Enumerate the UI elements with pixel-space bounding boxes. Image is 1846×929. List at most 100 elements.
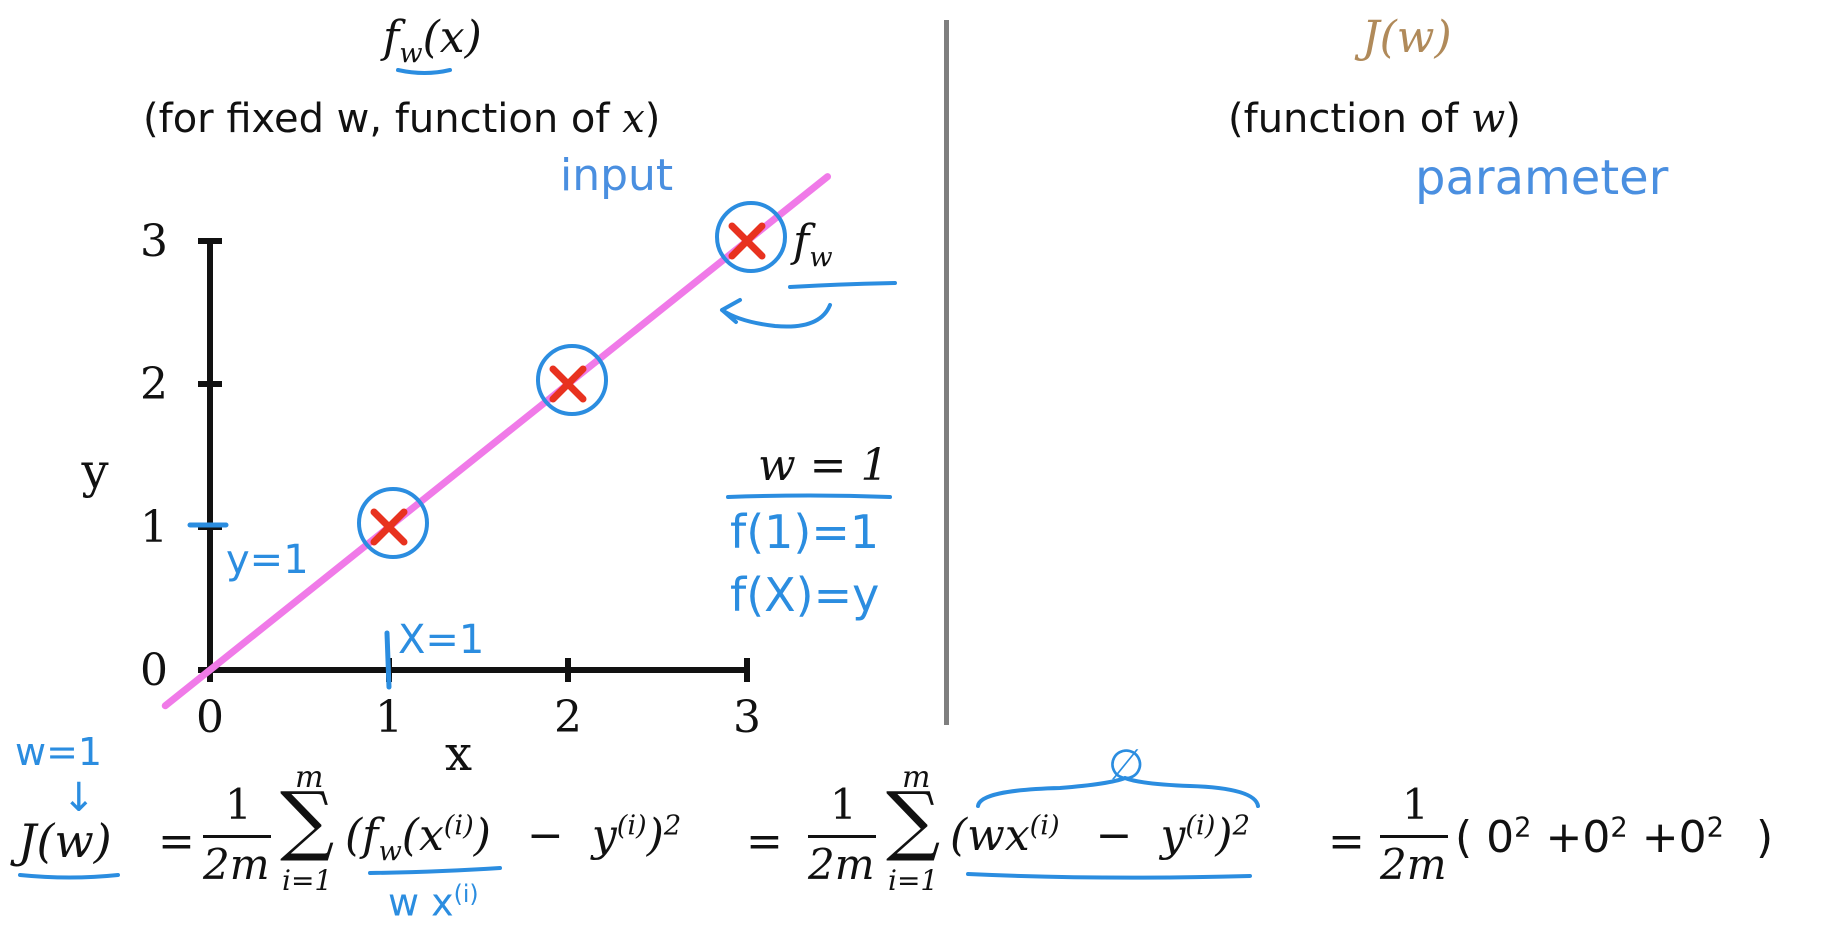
line-label-w: w xyxy=(809,241,833,273)
result-zero-2: 0 xyxy=(1582,812,1611,863)
term1-arg-close: ) xyxy=(473,810,491,861)
arrow-down-icon: ↓ xyxy=(62,775,96,821)
term1-y-sup: (i) xyxy=(616,810,647,842)
title-sub-w: w xyxy=(399,37,423,69)
point-cross-b xyxy=(549,365,587,403)
y-eq-1-note: y=1 xyxy=(226,537,309,583)
line-label-f: f xyxy=(793,216,810,267)
right-subtitle-prefix: (function of xyxy=(1228,96,1471,142)
result-close: ) xyxy=(1756,812,1774,863)
frac-3-bar xyxy=(1380,835,1448,838)
null-symbol: ∅ xyxy=(1108,740,1145,789)
w-eq-underline xyxy=(726,493,892,499)
title-f: f xyxy=(383,12,400,63)
right-subtitle-suffix: ) xyxy=(1505,96,1521,142)
wxi-note: w x(i) xyxy=(388,880,479,925)
term2-close: ) xyxy=(1215,810,1233,861)
wxi-text: w x xyxy=(388,880,454,925)
y-tick-label: 0 xyxy=(140,645,168,696)
y-axis-label: y xyxy=(80,444,108,500)
point-circle xyxy=(715,201,787,273)
panel-divider xyxy=(944,20,949,725)
term1-sq: 2 xyxy=(663,810,682,842)
result-plus-1: + xyxy=(1545,812,1583,863)
point-circle xyxy=(536,344,608,416)
sum-2-symbol: ∑ xyxy=(886,775,941,864)
sum-2-bottom: i=1 xyxy=(888,864,939,897)
sum-1-top: m xyxy=(295,760,324,795)
frac-1-num: 1 xyxy=(225,780,252,829)
frac-3-num: 1 xyxy=(1402,780,1429,829)
left-panel-subtitle: (for fixed w, function of x) xyxy=(143,96,660,142)
jw-underline xyxy=(18,873,120,880)
frac-2-bar xyxy=(808,835,876,838)
overbrace xyxy=(976,775,1260,808)
f-of-one-note: f(1)=1 xyxy=(730,505,880,559)
result-zero-1: 0 xyxy=(1486,812,1515,863)
w-eq-1-left-note: w=1 xyxy=(15,730,103,774)
data-point xyxy=(728,222,766,260)
right-panel-title: J(w) xyxy=(1362,12,1452,63)
frac-3-den: 2m xyxy=(1380,840,1447,889)
frac-2-num: 1 xyxy=(830,780,857,829)
term1-arg-sup: (i) xyxy=(443,810,474,842)
left-subtitle-prefix: (for fixed w, function of xyxy=(143,96,623,142)
left-panel-title: fw(x) xyxy=(383,12,482,69)
handwritten-strokes xyxy=(18,68,1260,880)
y-tick-label: 1 xyxy=(140,502,168,553)
term1-y: y xyxy=(591,810,617,861)
x-eq-1-note: X=1 xyxy=(398,617,485,663)
result-plus-2: + xyxy=(1641,812,1679,863)
right-panel-subtitle: (function of w) xyxy=(1228,96,1521,142)
y-tick-label: 2 xyxy=(140,359,168,410)
w-equals-1: w = 1 xyxy=(758,440,889,491)
left-subtitle-var: x xyxy=(622,96,645,142)
title-underline xyxy=(396,68,452,75)
parameter-note: parameter xyxy=(1415,150,1669,206)
frac-1-den: 2m xyxy=(203,840,270,889)
term1-sub: w xyxy=(378,835,402,867)
term2-sq: 2 xyxy=(1232,810,1250,842)
point-circle xyxy=(357,487,429,559)
formula-eq-1: = xyxy=(158,816,195,867)
term1-open: (f xyxy=(345,810,379,861)
term-1: (fw(x(i)) − y(i))2 xyxy=(345,810,681,867)
x-axis-label: x xyxy=(445,726,472,782)
data-points-group xyxy=(357,201,787,559)
data-point xyxy=(549,365,587,403)
term2-minus: − xyxy=(1095,810,1133,861)
x-tick-label: 1 xyxy=(375,692,403,743)
sum-2-top: m xyxy=(902,760,931,795)
left-subtitle-suffix: ) xyxy=(644,96,661,142)
term2-y-sup: (i) xyxy=(1185,810,1216,842)
point-cross-b xyxy=(728,222,766,260)
term2-y: y xyxy=(1160,810,1186,861)
formula-lhs: J(w) xyxy=(18,814,112,868)
fit-line-group xyxy=(161,173,832,710)
fw-term-underline xyxy=(368,866,502,875)
x1-tick xyxy=(384,630,392,690)
result-term: ( 02 +02 +02 ) xyxy=(1455,812,1773,863)
result-sq-2: 2 xyxy=(1610,812,1628,844)
right-subtitle-var: w xyxy=(1471,96,1506,142)
x-tick-label: 2 xyxy=(554,692,582,743)
fw-underline xyxy=(788,281,897,289)
term1-arg-open: (x xyxy=(401,810,444,861)
data-point xyxy=(370,508,408,546)
f-of-x-note: f(X)=y xyxy=(730,568,880,622)
sum-1-symbol: ∑ xyxy=(280,775,335,864)
term1-minus: − xyxy=(526,810,564,861)
line-label: fw xyxy=(793,216,833,273)
term-2: (wx(i) − y(i))2 xyxy=(950,810,1250,861)
wx-term-underline xyxy=(966,872,1252,880)
input-note: input xyxy=(560,150,674,201)
result-sq-1: 2 xyxy=(1514,812,1532,844)
formula-eq-2: = xyxy=(746,816,783,867)
frac-2-den: 2m xyxy=(808,840,875,889)
wxi-sup: (i) xyxy=(453,880,479,908)
fw-arrow xyxy=(720,298,832,329)
title-arg: (x) xyxy=(422,12,482,63)
fit-line xyxy=(161,173,832,710)
